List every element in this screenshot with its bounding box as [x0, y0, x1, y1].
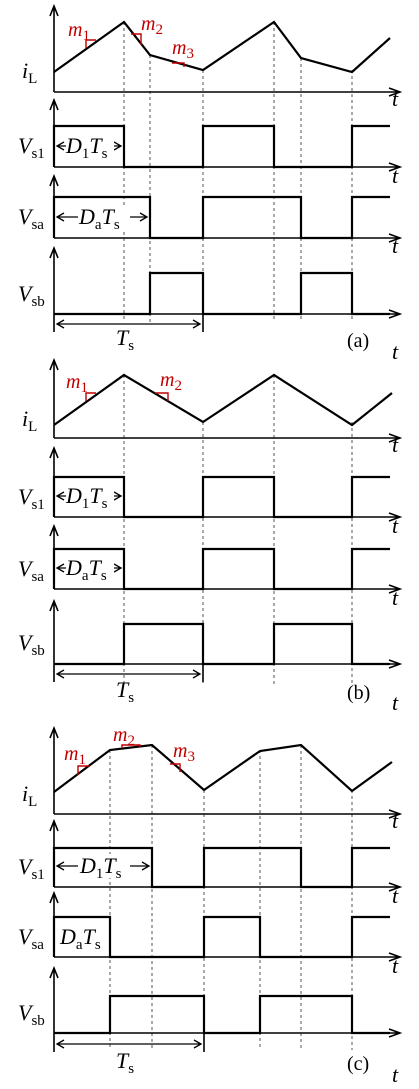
panel-b-trace-Vs1: Vs1 t D1Ts	[18, 445, 403, 538]
panel-a-trace-Vsb: Vsb t Ts (a)	[18, 245, 403, 364]
panel-c-trace-Vsa: Vsa t DaTs	[18, 890, 403, 978]
panel-c-iL-wave	[53, 743, 393, 793]
panel-b-Vs1-wave	[52, 475, 390, 519]
panel-a-guides	[123, 22, 353, 322]
panel-c-m3-label: m3	[173, 740, 195, 765]
panel-b-Vsa-duty-label: DaTs	[65, 555, 107, 584]
panel-b-m1-marker	[85, 392, 96, 401]
panel-a-Vs1-label: Vs1	[18, 133, 45, 162]
panel-a-caption: (a)	[347, 330, 369, 352]
panel-a-trace-Vs1: Vs1 t D1Ts	[18, 97, 403, 188]
panel-b-m2-label: m2	[160, 369, 182, 394]
panel-b-Vs1-duty-label: D1Ts	[65, 483, 108, 512]
panel-a-Vsb-label: Vsb	[18, 281, 45, 310]
panel-b-trace-iL: iL t m1 m2	[22, 357, 403, 457]
panel-c-guides	[109, 745, 353, 1050]
panel-c-period-label: Ts	[116, 1048, 134, 1077]
panel-a-iL-label: iL	[22, 58, 37, 87]
panel-a-iL-wave	[53, 20, 391, 74]
panel-a-m3-marker	[172, 62, 185, 67]
panel-c-Vsa-duty-label: DaTs	[59, 924, 101, 953]
panel-b-Vsb-t-label: t	[392, 690, 399, 715]
panel-b-iL-wave	[53, 373, 393, 427]
panel-a-m3-label: m3	[172, 37, 194, 62]
panel-c-Vs1-t-label: t	[392, 883, 399, 908]
panel-c-Vsa-t-label: t	[392, 953, 399, 978]
panel-b-Vsa-wave	[52, 547, 390, 591]
panel-b-guides	[123, 375, 353, 685]
panel-a-m2-label: m2	[141, 13, 163, 38]
panel-c-Vs1-duty-label: D1Ts	[79, 853, 122, 882]
panel-c-Vsa-wave	[52, 915, 390, 959]
panel-a-m1-label: m1	[68, 19, 90, 44]
panel-c-Vsb-label: Vsb	[18, 1000, 45, 1029]
panel-a-period-label: Ts	[116, 325, 134, 354]
panel-b: iL t m1 m2 Vs1 t D1Ts Vsa t DaTs	[18, 357, 403, 715]
panel-b-Vsa-t-label: t	[392, 585, 399, 610]
panel-b-m2-marker	[155, 392, 169, 401]
panel-c-m2-marker	[121, 744, 141, 748]
panel-a-Vsa-t-label: t	[392, 233, 399, 258]
panel-a-Vs1-duty-label: D1Ts	[65, 133, 108, 162]
panel-c-caption: (c)	[347, 1053, 369, 1075]
panel-b-Vsb-wave	[54, 622, 390, 666]
panel-b-period-label: Ts	[116, 677, 134, 706]
panel-a-Vsa-wave	[52, 195, 390, 240]
panel-a-Vsb-t-label: t	[392, 339, 399, 364]
panel-c-trace-Vsb: Vsb t Ts (c)	[18, 965, 403, 1087]
panel-a-trace-iL: iL t m1 m2 m3	[22, 3, 403, 111]
panel-a-Vsa-duty-label: DaTs	[78, 204, 120, 233]
panel-a-Vs1-wave	[52, 124, 390, 169]
panel-c-m1-label: m1	[64, 743, 86, 768]
panel-a-Vsa-label: Vsa	[18, 204, 44, 233]
panel-b-Vs1-label: Vs1	[18, 484, 45, 513]
panel-b-Vsb-label: Vsb	[18, 630, 45, 659]
panel-c-iL-t-label: t	[392, 808, 399, 833]
panel-c-iL-label: iL	[22, 781, 37, 810]
panel-c-trace-iL: iL t m1 m2 m3	[22, 724, 403, 833]
panel-a-iL-t-label: t	[392, 86, 399, 111]
panel-c-m2-label: m2	[113, 724, 135, 749]
panel-c-Vsb-t-label: t	[392, 1062, 399, 1087]
panel-b-trace-Vsb: Vsb t Ts (b)	[18, 598, 403, 715]
panel-b-Vsa-label: Vsa	[18, 556, 44, 585]
panel-c-m3-marker	[170, 763, 181, 772]
panel-b-trace-Vsa: Vsa t DaTs	[18, 523, 403, 610]
panel-c-Vsa-label: Vsa	[18, 924, 44, 953]
panel-a-trace-Vsa: Vsa t DaTs	[18, 173, 403, 258]
panel-c-m1-marker	[77, 765, 89, 775]
panel-a-m2-marker	[131, 33, 142, 45]
panel-b-caption: (b)	[347, 682, 370, 704]
panel-b-iL-label: iL	[22, 406, 37, 435]
panel-a-m1-marker	[85, 39, 96, 48]
panel-a-Vs1-t-label: t	[392, 163, 399, 188]
panel-c-Vs1-wave	[52, 846, 390, 889]
panel-a: iL t m1 m2 m3 Vs1 t D1Ts Vsa t	[18, 3, 403, 364]
panel-b-m1-label: m1	[66, 371, 88, 396]
panel-b-iL-t-label: t	[392, 432, 399, 457]
panel-c-trace-Vs1: Vs1 t D1Ts	[18, 818, 403, 908]
panel-b-Vs1-t-label: t	[392, 513, 399, 538]
panel-c: iL t m1 m2 m3 Vs1 t D1Ts Vsa t DaT	[18, 724, 403, 1087]
panel-c-Vsb-wave	[54, 994, 390, 1035]
panel-a-Vsb-wave	[54, 271, 390, 316]
panel-c-Vs1-label: Vs1	[18, 854, 45, 883]
